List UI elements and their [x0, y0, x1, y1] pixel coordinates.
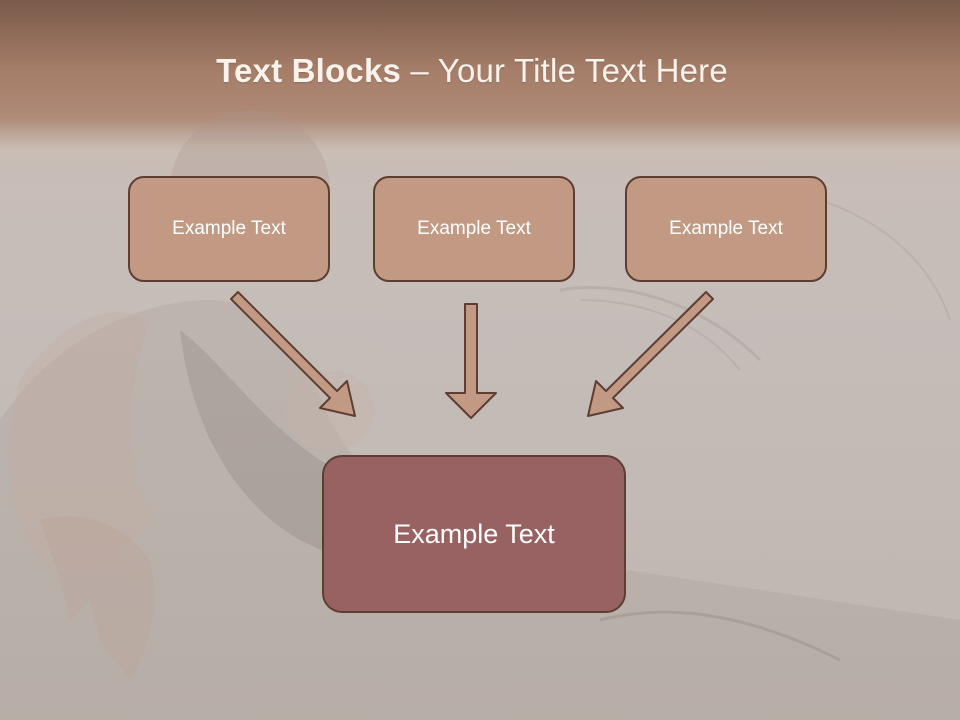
- text-block-3[interactable]: Example Text: [625, 176, 827, 282]
- target-block[interactable]: Example Text: [322, 455, 626, 613]
- title-bold: Text Blocks: [216, 52, 402, 89]
- text-block-3-label: Example Text: [669, 218, 783, 239]
- text-block-1-label: Example Text: [172, 218, 286, 239]
- text-block-2[interactable]: Example Text: [373, 176, 575, 282]
- text-block-1[interactable]: Example Text: [128, 176, 330, 282]
- text-block-2-label: Example Text: [417, 218, 531, 239]
- target-block-label: Example Text: [393, 518, 555, 549]
- title-rest: Your Title Text Here: [437, 52, 728, 89]
- slide-title: Text Blocks – Your Title Text Here: [0, 52, 944, 90]
- title-dash: –: [401, 52, 438, 89]
